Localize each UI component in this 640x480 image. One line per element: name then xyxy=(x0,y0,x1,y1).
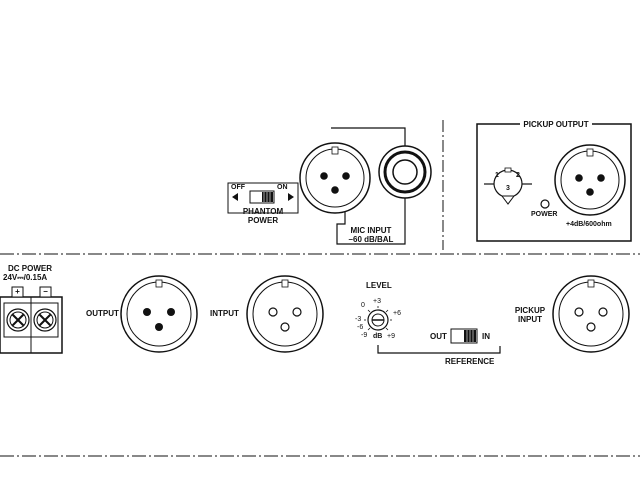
level-label: LEVEL xyxy=(366,281,392,290)
reference-out-label: OUT xyxy=(430,332,447,341)
xlr-pinout-symbol xyxy=(484,167,532,205)
arrow-right-icon xyxy=(288,193,294,201)
pickup-input-label-line1: PICKUP xyxy=(514,306,546,315)
power-led-indicator xyxy=(540,199,550,209)
level-scale-plus3: +3 xyxy=(373,298,381,305)
level-scale-minus6: -6 xyxy=(357,324,364,331)
intput-label: INTPUT xyxy=(210,309,239,318)
mic-input-jack-connector xyxy=(378,145,432,199)
level-scale-minus3: -3 xyxy=(355,316,362,323)
reference-in-label: IN xyxy=(482,332,490,341)
minus-terminal-label: − xyxy=(43,287,48,296)
reference-label: REFERENCE xyxy=(445,357,495,366)
level-trim-knob[interactable] xyxy=(364,306,392,331)
plus-terminal-label: + xyxy=(15,287,20,296)
power-led-label: POWER xyxy=(531,211,558,218)
pickup-output-title: PICKUP OUTPUT xyxy=(523,120,589,129)
dc-power-terminal xyxy=(0,286,63,354)
phantom-label-line1: PHANTOM xyxy=(242,207,284,216)
level-scale-plus6: +6 xyxy=(393,310,401,317)
reference-switch[interactable] xyxy=(450,328,478,344)
intput-xlr-connector xyxy=(246,275,324,353)
reference-bracket xyxy=(377,345,501,354)
pin-3-label: 3 xyxy=(506,185,510,192)
mic-input-level-label: –60 dB/BAL xyxy=(348,235,394,244)
arrow-left-icon xyxy=(232,193,238,201)
mic-input-xlr-connector xyxy=(299,142,371,214)
phantom-on-label: ON xyxy=(277,184,288,191)
mic-input-bracket xyxy=(331,127,406,245)
level-scale-0: 0 xyxy=(361,302,365,309)
level-scale-plus9: +9 xyxy=(387,333,395,340)
mic-input-label: MIC INPUT xyxy=(350,226,392,235)
dc-power-rating-label: 24V⎓/0.15A xyxy=(3,273,48,282)
dc-power-label: DC POWER xyxy=(8,264,52,273)
output-xlr-connector xyxy=(120,275,198,353)
output-label: OUTPUT xyxy=(86,309,119,318)
level-db-label: dB xyxy=(373,333,383,340)
panel-divider-lines xyxy=(0,120,640,457)
phantom-power-switch[interactable] xyxy=(227,182,299,214)
phantom-off-label: OFF xyxy=(231,184,245,191)
pin-1-label: 1 xyxy=(495,172,499,179)
pin-2-label: 2 xyxy=(516,172,520,179)
pickup-output-level-label: +4dB/600ohm xyxy=(566,221,612,228)
phantom-label-line2: POWER xyxy=(247,216,279,225)
pickup-output-xlr-connector xyxy=(554,144,626,216)
level-scale-minus9: -9 xyxy=(361,332,368,339)
pickup-input-xlr-connector xyxy=(552,275,630,353)
pickup-input-label-line2: INPUT xyxy=(518,315,542,324)
